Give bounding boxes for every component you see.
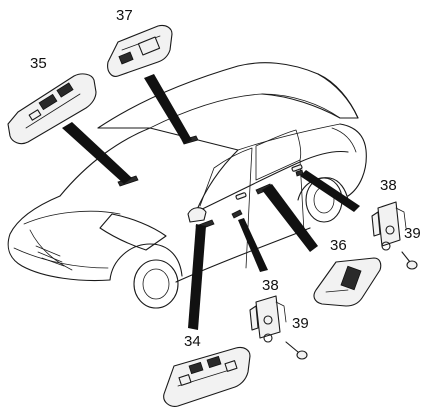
part-34-switch-assembly — [163, 346, 251, 407]
callout-36: 36 — [330, 237, 347, 254]
callout-38-upper: 38 — [380, 177, 397, 194]
callout-35: 35 — [30, 55, 47, 72]
part-36-rear-switch — [313, 257, 382, 307]
callout-labels: 35 37 38 39 36 38 39 34 — [30, 7, 421, 350]
callout-39-upper: 39 — [404, 225, 421, 242]
callout-38-lower: 38 — [262, 277, 279, 294]
part-38-bracket-upper — [371, 201, 407, 251]
part-39-screw-upper — [401, 251, 418, 270]
part-39-screw-lower — [285, 341, 308, 360]
part-38-bracket-lower — [249, 295, 287, 343]
callout-39-lower: 39 — [292, 315, 309, 332]
leader-wedges — [62, 74, 360, 330]
part-37-passenger-switch — [107, 24, 173, 77]
callout-34: 34 — [184, 333, 201, 350]
callout-37: 37 — [116, 7, 133, 24]
part-35-master-switch — [7, 73, 97, 145]
